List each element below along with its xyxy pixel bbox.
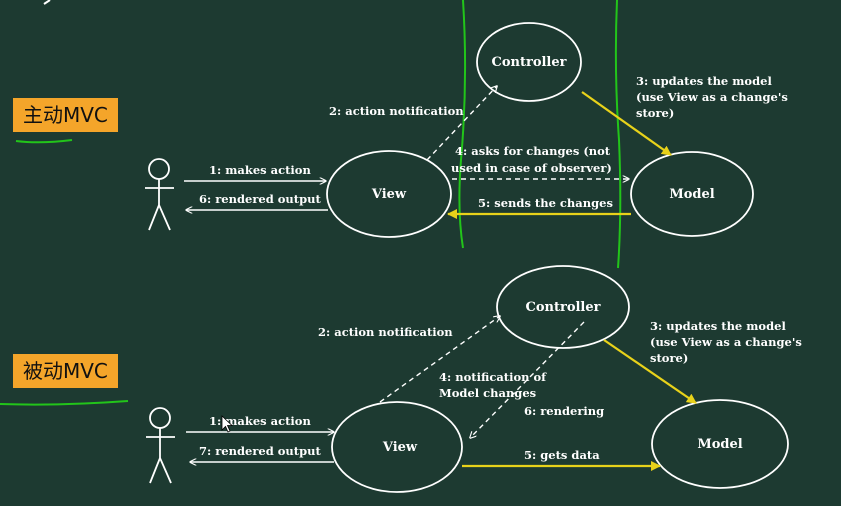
label-updates-model-line2-active: (use View as a change's: [636, 90, 788, 104]
label-updates-model-line3-passive: store): [650, 351, 688, 365]
actor-icon-passive: [146, 407, 175, 484]
label-updates-model-line3-active: store): [636, 106, 674, 120]
controller-node-active: [476, 22, 582, 102]
controller-label-passive: Controller: [526, 300, 601, 315]
label-asks-for-changes-line1-active: 4: asks for changes (not: [455, 144, 611, 158]
label-rendering-passive: 6: rendering: [524, 404, 604, 418]
label-asks-for-changes-line2-active: used in case of observer): [451, 161, 612, 175]
annotation-vline-right: [614, 0, 622, 269]
section-title-passive-mvc: 被动MVC: [13, 354, 118, 388]
edge-updates-model-active: [581, 91, 672, 156]
edge-updates-model-passive: [603, 339, 697, 404]
controller-label-active: Controller: [492, 55, 567, 70]
label-updates-model-line1-passive: 3: updates the model: [650, 319, 786, 333]
view-node-active: [326, 150, 452, 238]
view-node-passive: [331, 401, 463, 493]
mouse-cursor-icon: [221, 415, 234, 433]
model-node-active: [630, 151, 754, 237]
annotation-underline-active: [15, 139, 73, 144]
label-updates-model-line2-passive: (use View as a change's: [650, 335, 802, 349]
label-updates-model-line1-active: 3: updates the model: [636, 74, 772, 88]
label-makes-action-active: 1: makes action: [209, 163, 311, 177]
label-action-notification-active: 2: action notification: [329, 104, 464, 118]
actor-icon-active: [145, 158, 174, 231]
section-title-active-mvc: 主动MVC: [13, 98, 118, 132]
edge-action-notification-passive: [379, 316, 500, 403]
label-action-notification-passive: 2: action notification: [318, 325, 453, 339]
label-makes-action-passive: 1: makes action: [209, 414, 311, 428]
model-label-passive: Model: [697, 437, 742, 452]
label-rendered-output-passive: 7: rendered output: [199, 444, 322, 458]
annotation-vline-left: [458, 0, 467, 249]
model-node-passive: [651, 399, 789, 489]
label-notification-model-changes-line2-passive: Model changes: [439, 386, 536, 400]
label-gets-data-passive: 5: gets data: [524, 448, 600, 462]
annotation-tick-topleft: [43, 0, 51, 5]
edge-action-notification-active: [426, 86, 497, 161]
view-label-passive: View: [382, 440, 418, 455]
annotation-underline-passive: [0, 400, 129, 406]
edge-notification-model-changes-passive: [470, 321, 585, 438]
model-label-active: Model: [669, 187, 714, 202]
label-rendered-output-active: 6: rendered output: [199, 192, 322, 206]
label-notification-model-changes-line1-passive: 4: notification of: [439, 370, 547, 384]
label-sends-changes-active: 5: sends the changes: [478, 196, 613, 210]
view-label-active: View: [371, 187, 407, 202]
controller-node-passive: [496, 265, 630, 349]
